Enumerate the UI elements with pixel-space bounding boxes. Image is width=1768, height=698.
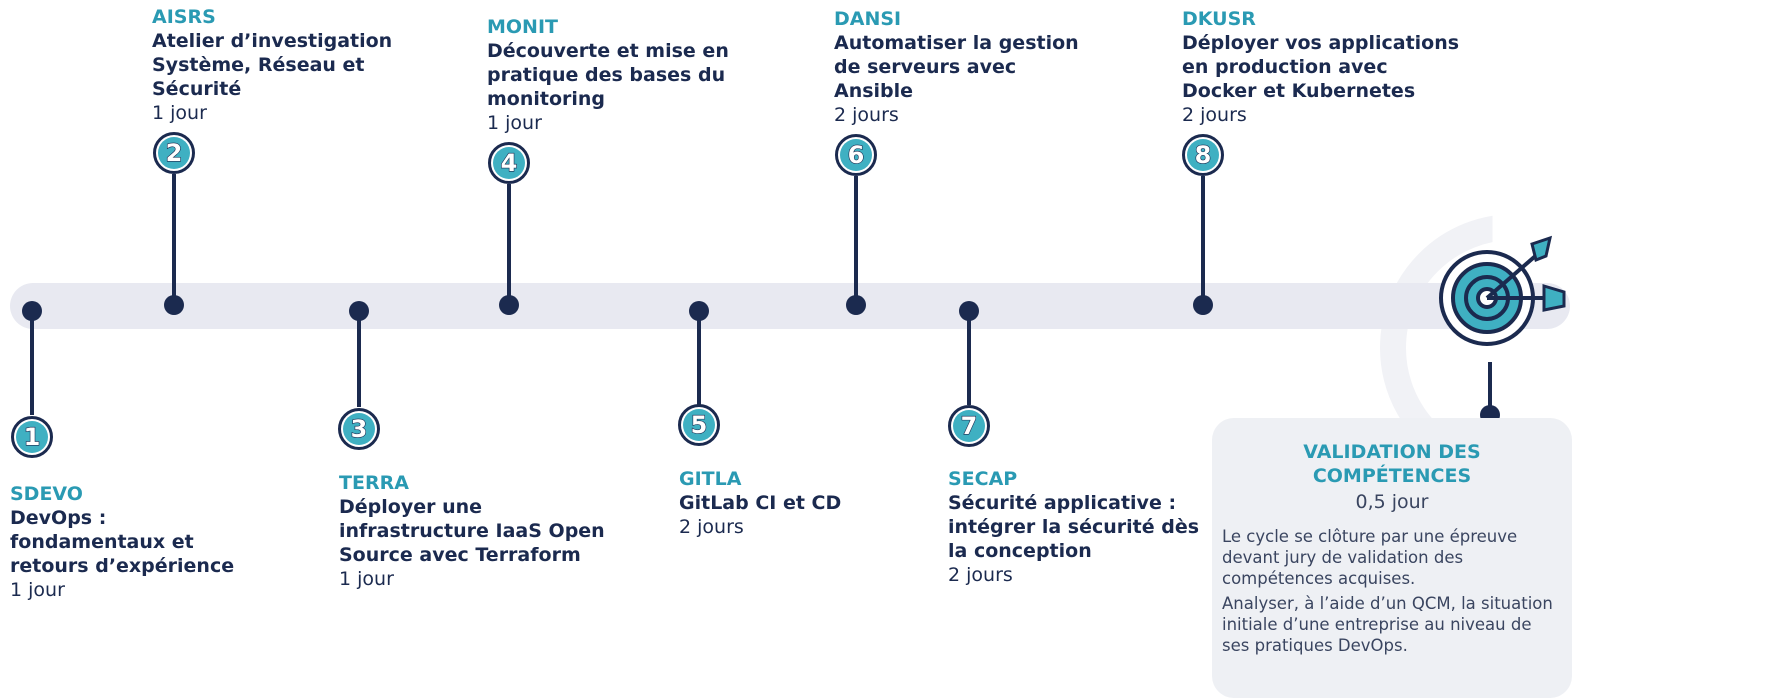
step-2-number-badge: 2 [153, 132, 195, 174]
step-2-title: Atelier d’investigation Système, Réseau … [152, 30, 393, 100]
step-3-number-badge: 3 [338, 408, 380, 450]
step-5-duration: 2 jours [679, 516, 744, 538]
timeline-dot-4 [499, 295, 519, 315]
step-2-duration: 1 jour [152, 102, 207, 124]
step-3-number: 3 [343, 413, 375, 445]
step-3-code: TERRA [339, 472, 409, 494]
target-with-arrows-icon [1432, 222, 1572, 372]
timeline-stem-7 [967, 311, 971, 405]
timeline-dot-8 [1193, 295, 1213, 315]
timeline-stem-1 [30, 311, 34, 415]
step-6: DANSI Automatiser la gestion de serveurs… [834, 7, 1094, 127]
step-8-number: 8 [1187, 139, 1219, 171]
validation-text-1: Le cycle se clôture par une épreuve deva… [1222, 527, 1518, 588]
step-4-title: Découverte et mise en pratique des bases… [487, 40, 729, 110]
timeline-stem-8 [1201, 176, 1205, 300]
step-6-number: 6 [840, 139, 872, 171]
step-7: SECAP Sécurité applicative : intégrer la… [948, 467, 1218, 587]
timeline-stem-6 [854, 176, 858, 300]
step-3-duration: 1 jour [339, 568, 394, 590]
validation-text-2: Analyser, à l’aide d’un QCM, la situatio… [1222, 594, 1553, 655]
step-1-code: SDEVO [10, 483, 83, 505]
step-3-title: Déployer une infrastructure IaaS Open So… [339, 496, 605, 566]
step-4: MONIT Découverte et mise en pratique des… [487, 15, 747, 135]
timeline-stem-2 [172, 174, 176, 300]
step-4-code: MONIT [487, 16, 558, 38]
step-4-number-badge: 4 [488, 142, 530, 184]
step-7-number: 7 [953, 410, 985, 442]
step-7-code: SECAP [948, 468, 1018, 490]
step-3: TERRA Déployer une infrastructure IaaS O… [339, 471, 629, 591]
timeline-dot-2 [164, 295, 184, 315]
step-2: AISRS Atelier d’investigation Système, R… [152, 5, 412, 125]
step-6-title: Automatiser la gestion de serveurs avec … [834, 32, 1079, 102]
step-6-duration: 2 jours [834, 104, 899, 126]
step-1-number: 1 [16, 421, 48, 453]
step-6-code: DANSI [834, 8, 902, 30]
timeline-stem-3 [357, 311, 361, 407]
step-1-number-badge: 1 [11, 416, 53, 458]
validation-box: VALIDATION DES COMPÉTENCES 0,5 jour Le c… [1212, 418, 1572, 698]
timeline-stem-4 [507, 184, 511, 300]
step-5-title: GitLab CI et CD [679, 492, 842, 514]
step-8: DKUSR Déployer vos applications en produ… [1182, 7, 1472, 127]
step-2-number: 2 [158, 137, 190, 169]
step-4-duration: 1 jour [487, 112, 542, 134]
step-5-number-badge: 5 [678, 404, 720, 446]
step-4-number: 4 [493, 147, 525, 179]
step-6-number-badge: 6 [835, 134, 877, 176]
step-8-duration: 2 jours [1182, 104, 1247, 126]
step-8-code: DKUSR [1182, 8, 1256, 30]
step-5-code: GITLA [679, 468, 742, 490]
step-1-duration: 1 jour [10, 579, 65, 601]
step-2-code: AISRS [152, 6, 216, 28]
step-8-number-badge: 8 [1182, 134, 1224, 176]
step-5: GITLA GitLab CI et CD 2 jours [679, 467, 939, 539]
step-7-title: Sécurité applicative : intégrer la sécur… [948, 492, 1200, 562]
step-7-number-badge: 7 [948, 405, 990, 447]
validation-duration: 0,5 jour [1355, 491, 1429, 513]
step-1: SDEVO DevOps : fondamentaux et retours d… [10, 482, 270, 602]
validation-stem [1488, 362, 1492, 412]
validation-title: VALIDATION DES COMPÉTENCES [1303, 441, 1481, 487]
timeline-dot-6 [846, 295, 866, 315]
step-5-number: 5 [683, 409, 715, 441]
step-1-title: DevOps : fondamentaux et retours d’expér… [10, 507, 235, 577]
timeline-track [10, 283, 1570, 329]
step-8-title: Déployer vos applications en production … [1182, 32, 1460, 102]
step-7-duration: 2 jours [948, 564, 1013, 586]
timeline-stem-5 [697, 311, 701, 405]
